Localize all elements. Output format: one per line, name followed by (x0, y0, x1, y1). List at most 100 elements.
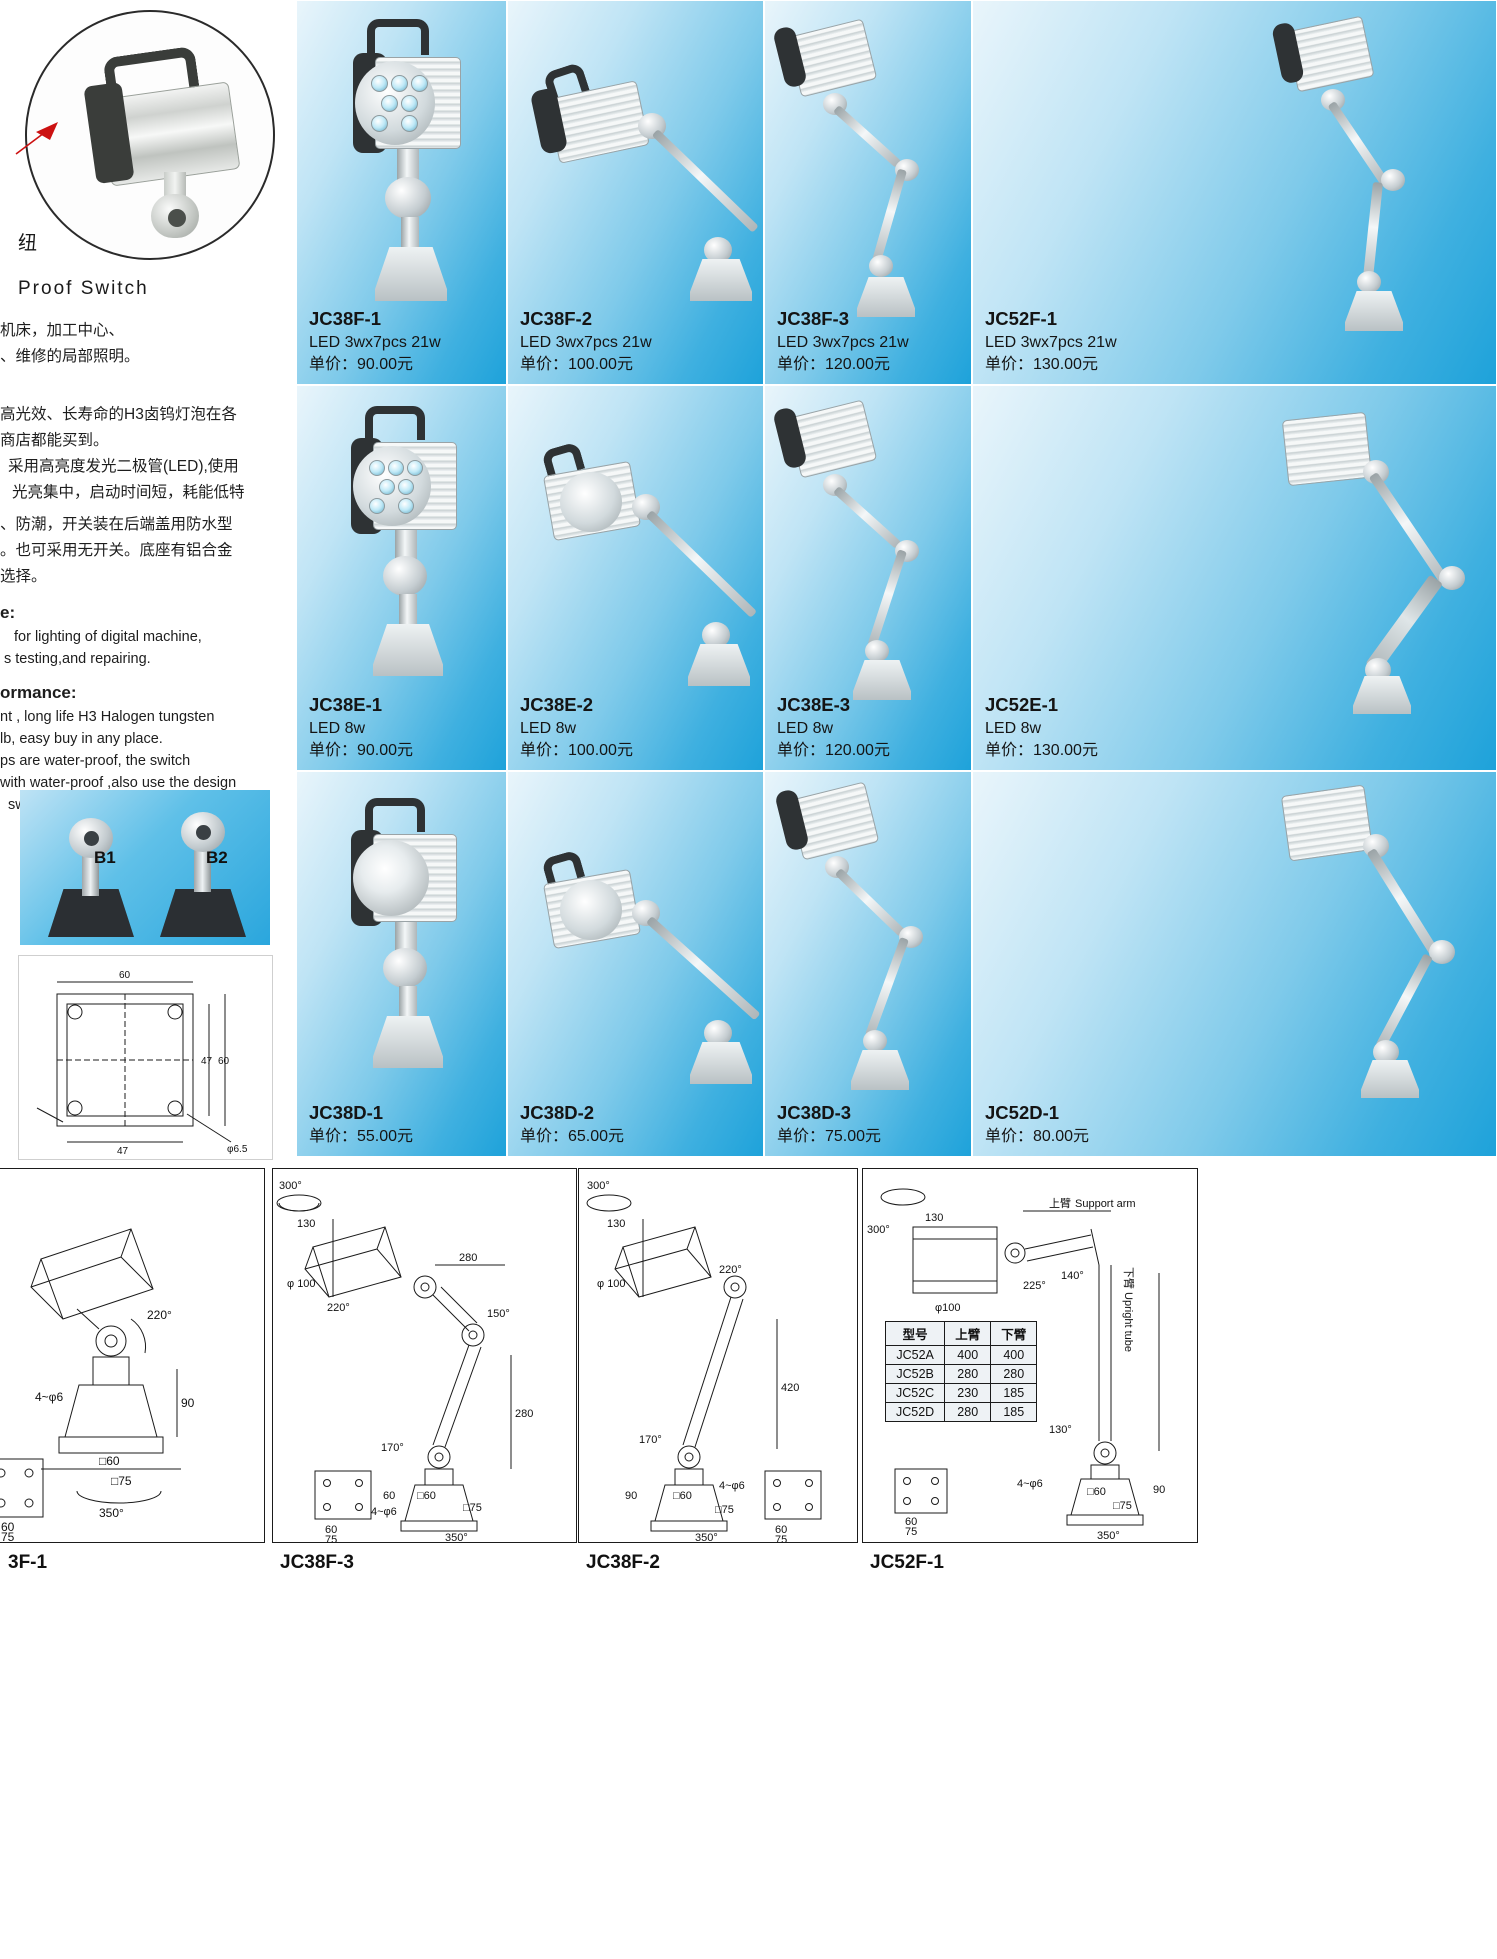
diagram-jc38f-3: 300° 130 φ 100 220° 280 150° 280 170° 60… (272, 1168, 577, 1546)
lamp-base-joint-shape (865, 640, 889, 662)
diagram-jc52f-1: 300° 130 φ100 225° 140° 上臂 Support arm 下… (862, 1168, 1198, 1543)
product-cell-7[interactable]: JC52E-1 LED 8w 单价：130.00元 (972, 385, 1497, 771)
performance-en-line-4: with water-proof ,also use the design (0, 775, 237, 791)
cell-lower: 280 (990, 1364, 1038, 1384)
cell-model: JC52B (884, 1364, 946, 1384)
lamp-upper-arm-shape (1327, 101, 1389, 186)
product-cell-2[interactable]: JC38F-3 LED 3wx7pcs 21w 单价：120.00元 (764, 0, 972, 385)
product-model: JC38D-2 (520, 1102, 595, 1123)
product-model: JC38F-1 (309, 308, 381, 329)
svg-text:4~φ6: 4~φ6 (35, 1390, 63, 1404)
base-dimension-drawing: 60 47 60 47 φ6.5 (18, 955, 273, 1160)
cell-upper: 230 (944, 1383, 992, 1403)
lamp-handle-shape (365, 798, 425, 832)
svg-text:220°: 220° (327, 1302, 350, 1314)
lamp-upper-arm-shape (834, 868, 906, 937)
product-cell-6[interactable]: JC38E-3 LED 8w 单价：120.00元 (764, 385, 972, 771)
features-cn-line-3: 采用高亮度发光二极管(LED),使用 (8, 458, 239, 475)
product-cell-10[interactable]: JC38D-3 单价：75.00元 (764, 771, 972, 1157)
product-cell-1[interactable]: JC38F-2 LED 3wx7pcs 21w 单价：100.00元 (507, 0, 764, 385)
lamp-arm-shape (645, 916, 761, 1021)
svg-text:φ 100: φ 100 (287, 1278, 316, 1290)
svg-text:130°: 130° (1049, 1424, 1072, 1436)
table-row: JC52D 280 185 (884, 1402, 1038, 1422)
svg-text:75: 75 (325, 1534, 337, 1542)
base-dim-bottom: 47 (117, 1146, 129, 1157)
product-cell-3[interactable]: JC52F-1 LED 3wx7pcs 21w 单价：130.00元 (972, 0, 1497, 385)
pointer-arrow-icon (15, 122, 58, 155)
svg-text:75: 75 (775, 1534, 787, 1542)
lamp-elbow-joint-shape (1381, 169, 1405, 191)
cell-lower: 185 (990, 1383, 1038, 1403)
cell-upper: 280 (944, 1402, 992, 1422)
svg-text:60: 60 (383, 1490, 395, 1502)
svg-text:60: 60 (775, 1524, 787, 1536)
product-cell-0[interactable]: JC38F-1 LED 3wx7pcs 21w 单价：90.00元 (296, 0, 507, 385)
product-label: JC38F-1 LED 3wx7pcs 21w 单价：90.00元 (309, 308, 441, 376)
cell-model: JC52A (884, 1345, 946, 1365)
lamp-base-shape (851, 1050, 909, 1090)
base-dim-top: 60 (119, 970, 131, 981)
base-options-photo: B1 B2 (20, 790, 270, 945)
svg-text:4~φ6: 4~φ6 (1017, 1478, 1043, 1490)
product-label: JC38D-2 单价：65.00元 (520, 1102, 624, 1148)
technical-diagrams-row: 220° 90 4~φ6 □60 □75 350° 60 75 3F-1 (0, 1160, 1497, 1959)
usage-en-line-2: s testing,and repairing. (4, 651, 151, 667)
support-arm-label-en: Support arm (1075, 1198, 1136, 1210)
lamp-base-shape (1345, 291, 1403, 331)
svg-text:90: 90 (625, 1490, 637, 1502)
lamp-base-shape (375, 247, 447, 301)
performance-en-line-3: ps are water-proof, the switch (0, 753, 191, 769)
lamp-upper-arm-shape (832, 486, 902, 549)
product-model: JC38D-3 (777, 1102, 852, 1123)
lamp-base-shape (853, 660, 911, 700)
svg-text:225°: 225° (1023, 1280, 1046, 1292)
led-diode-icon (398, 498, 414, 514)
product-model: JC38F-2 (520, 308, 592, 329)
lamp-joint-shape (383, 556, 427, 596)
diagram-caption-2: JC38F-2 (586, 1552, 660, 1573)
svg-text:300°: 300° (587, 1180, 610, 1192)
diagram-jc38f-1: 220° 90 4~φ6 □60 □75 350° 60 75 (0, 1168, 265, 1544)
lamp-joint-shape (1321, 89, 1345, 111)
product-cell-4[interactable]: JC38E-1 LED 8w 单价：90.00元 (296, 385, 507, 771)
base-b1-post (82, 852, 99, 896)
product-cell-8[interactable]: JC38D-1 单价：55.00元 (296, 771, 507, 1157)
lamp-post-shape (395, 530, 417, 562)
led-diode-icon (401, 95, 418, 112)
product-price: 单价：130.00元 (985, 356, 1098, 373)
svg-text:□75: □75 (1113, 1500, 1132, 1512)
product-label: JC38F-3 LED 3wx7pcs 21w 单价：120.00元 (777, 308, 909, 376)
product-model: JC52D-1 (985, 1102, 1060, 1123)
product-detail-photo (25, 10, 275, 260)
performance-en-line-2: lb, easy buy in any place. (0, 731, 163, 747)
base-dim-outer: 60 (218, 1056, 230, 1067)
svg-text:300°: 300° (867, 1224, 890, 1236)
svg-text:130: 130 (297, 1218, 315, 1230)
product-cell-5[interactable]: JC38E-2 LED 8w 单价：100.00元 (507, 385, 764, 771)
lamp-base-shape (857, 277, 915, 317)
led-diode-icon (371, 115, 388, 132)
lamp-joint-shape (383, 948, 427, 988)
svg-text:□60: □60 (99, 1454, 120, 1468)
product-label: JC38F-2 LED 3wx7pcs 21w 单价：100.00元 (520, 308, 652, 376)
lamp-face-shape (560, 472, 622, 532)
table-row: JC52C 230 185 (884, 1383, 1038, 1403)
svg-text:350°: 350° (99, 1506, 124, 1520)
product-cell-11[interactable]: JC52D-1 单价：80.00元 (972, 771, 1497, 1157)
product-cell-9[interactable]: JC38D-2 单价：65.00元 (507, 771, 764, 1157)
lamp-handle-shape (365, 406, 425, 440)
svg-text:220°: 220° (719, 1264, 742, 1276)
table-row: JC52A 400 400 (884, 1345, 1038, 1365)
features-cn-line-2: 商店都能买到。 (0, 432, 109, 449)
svg-text:4~φ6: 4~φ6 (719, 1480, 745, 1492)
lamp-base-shape (1361, 1060, 1419, 1098)
led-diode-icon (411, 75, 428, 92)
product-spec: LED 8w (985, 720, 1042, 737)
lamp-arm-shape (645, 510, 758, 618)
led-diode-icon (407, 460, 423, 476)
svg-text:90: 90 (1153, 1484, 1165, 1496)
svg-text:4~φ6: 4~φ6 (371, 1506, 397, 1518)
svg-text:150°: 150° (487, 1308, 510, 1320)
waterproof-cn-line-1: 、防潮，开关装在后端盖用防水型 (0, 516, 233, 533)
